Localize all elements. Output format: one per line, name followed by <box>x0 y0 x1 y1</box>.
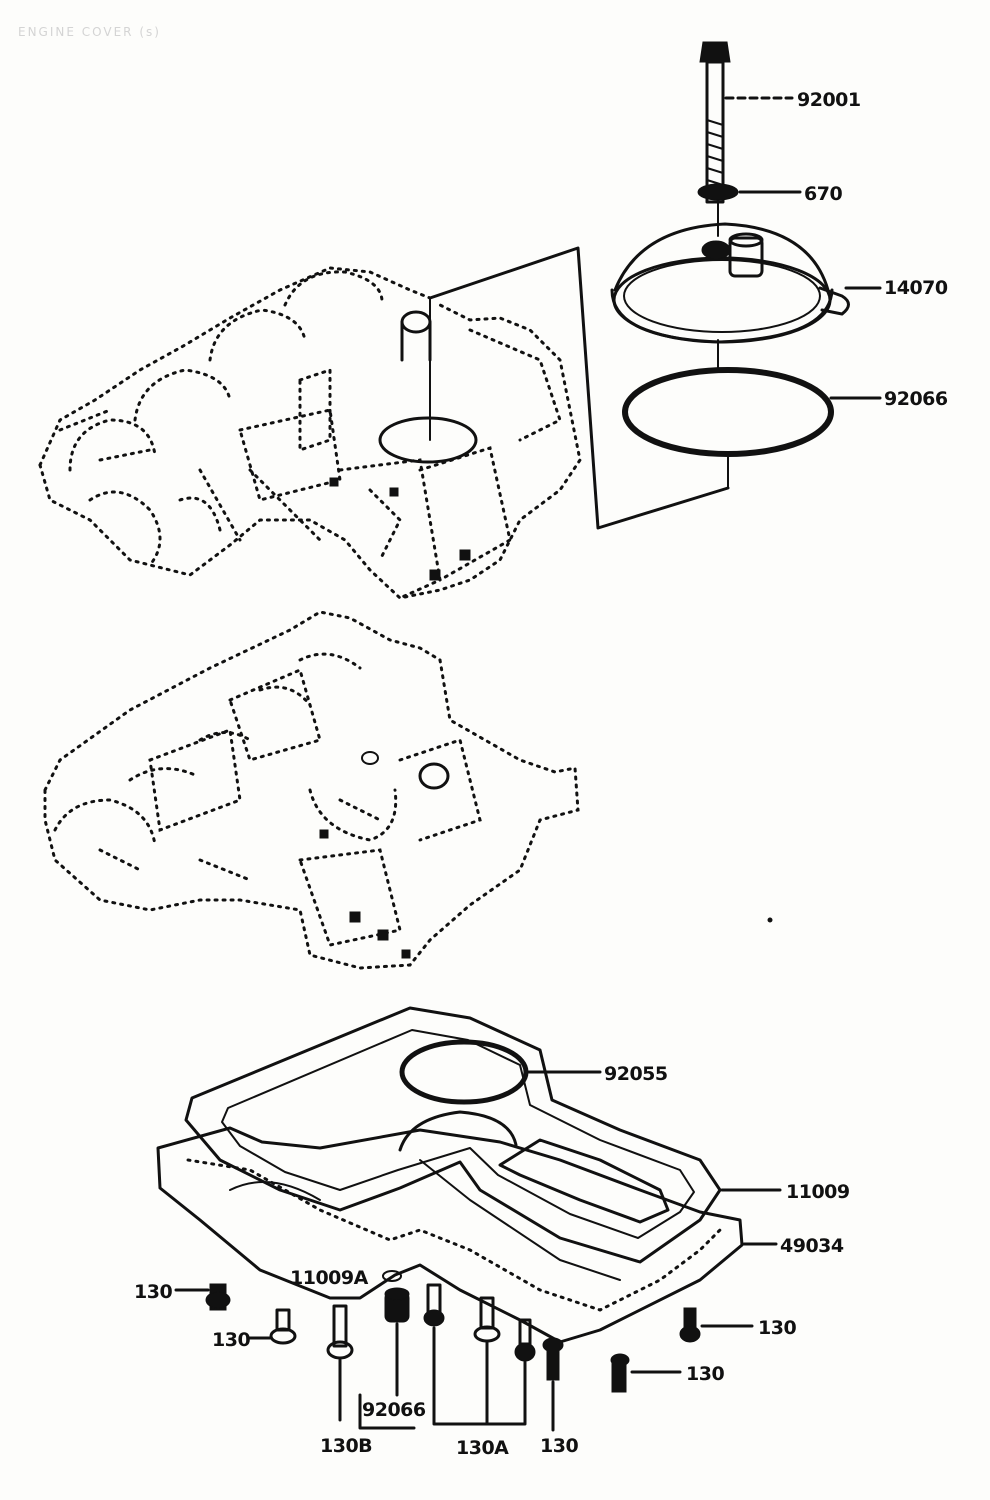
label-92055: 92055 <box>604 1063 668 1085</box>
gasket-11009A[interactable] <box>382 1270 402 1282</box>
label-130-left-mid: 130 <box>212 1329 250 1351</box>
lower-crankcase <box>43 610 580 970</box>
washer-670[interactable] <box>697 183 739 201</box>
cover-14070[interactable] <box>610 222 850 344</box>
label-130-left-top: 130 <box>134 1281 172 1303</box>
bolt-130A-1[interactable] <box>423 1283 445 1327</box>
oring-92066-upper[interactable] <box>622 367 834 457</box>
label-130-right-top: 130 <box>758 1317 796 1339</box>
label-130-right-mid: 130 <box>686 1363 724 1385</box>
bolt-130A-3[interactable] <box>514 1318 536 1362</box>
label-14070: 14070 <box>884 277 948 299</box>
bolt-130-left-mid[interactable] <box>269 1308 297 1345</box>
oil-pan-gasket-11009[interactable] <box>184 1006 722 1264</box>
label-11009: 11009 <box>786 1181 850 1203</box>
label-130A: 130A <box>456 1437 509 1459</box>
oil-pan-49034[interactable] <box>156 1126 744 1344</box>
oring-92055[interactable] <box>399 1039 529 1105</box>
bolt-130-right-mid[interactable] <box>610 1353 630 1393</box>
label-92066-upper: 92066 <box>884 388 948 410</box>
label-11009A: 11009A <box>290 1267 369 1289</box>
plug-92066-lower[interactable] <box>384 1287 410 1323</box>
upper-crankcase <box>38 266 582 600</box>
bolt-92001[interactable] <box>699 41 731 204</box>
label-49034: 49034 <box>780 1235 844 1257</box>
label-92001: 92001 <box>797 89 861 111</box>
bolt-130-bottom[interactable] <box>542 1337 564 1381</box>
bolt-130-left-top[interactable] <box>205 1283 231 1311</box>
label-130B: 130B <box>320 1435 372 1457</box>
label-92066-lower: 92066 <box>362 1399 426 1421</box>
label-670: 670 <box>804 183 842 205</box>
bolt-130B[interactable] <box>326 1304 354 1360</box>
header-text: ENGINE COVER (s) <box>18 25 161 39</box>
label-130-bottom: 130 <box>540 1435 578 1457</box>
bolt-130-right-top[interactable] <box>679 1307 701 1343</box>
